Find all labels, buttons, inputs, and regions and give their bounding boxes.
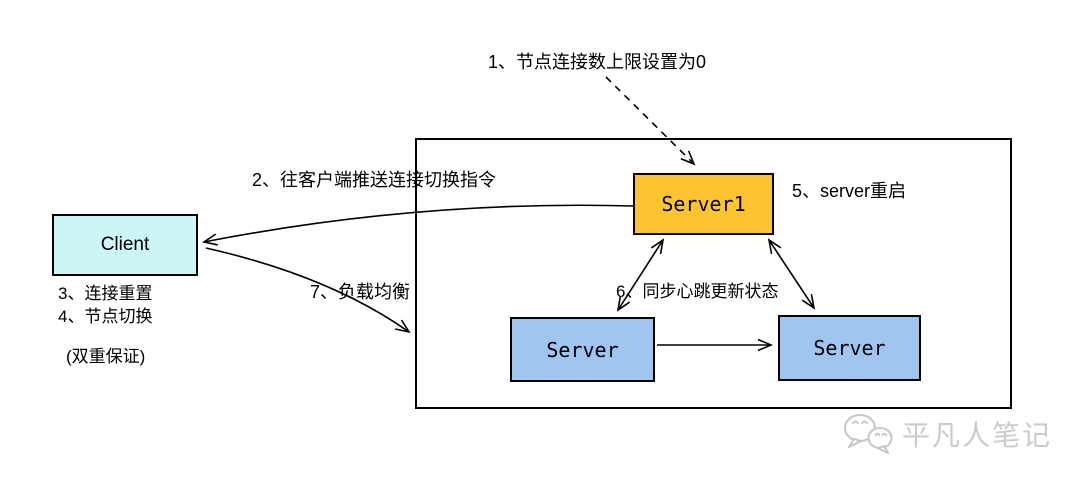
label-dual-guarantee: (双重保证) bbox=[66, 347, 146, 366]
label-step6: 6、同步心跳更新状态 bbox=[616, 282, 779, 301]
label-step3: 3、连接重置 bbox=[58, 284, 153, 303]
node-server1: Server1 bbox=[633, 173, 774, 235]
node-server1-label: Server1 bbox=[661, 192, 746, 216]
node-server-left: Server bbox=[510, 317, 655, 382]
arrow-step2-curve bbox=[201, 204, 634, 246]
wechat-icon bbox=[844, 414, 893, 454]
label-step7: 7、负载均衡 bbox=[310, 282, 411, 302]
arrow-heartbeat-left bbox=[616, 238, 665, 312]
label-step5: 5、server重启 bbox=[792, 181, 907, 201]
label-step4: 4、节点切换 bbox=[58, 307, 153, 326]
label-step1: 1、节点连接数上限设置为0 bbox=[488, 52, 707, 72]
node-client: Client bbox=[52, 214, 198, 276]
node-client-label: Client bbox=[100, 234, 150, 255]
arrow-step7-curve bbox=[205, 247, 411, 334]
node-server-left-label: Server bbox=[546, 337, 619, 362]
node-server-right-label: Server bbox=[813, 336, 886, 360]
node-server-right: Server bbox=[778, 315, 921, 381]
arrow-heartbeat-right bbox=[767, 238, 816, 310]
watermark-text: 平凡人笔记 bbox=[902, 420, 1053, 451]
label-step2: 2、往客户端推送连接切换指令 bbox=[252, 170, 497, 190]
watermark: 平凡人笔记 bbox=[840, 411, 1052, 457]
